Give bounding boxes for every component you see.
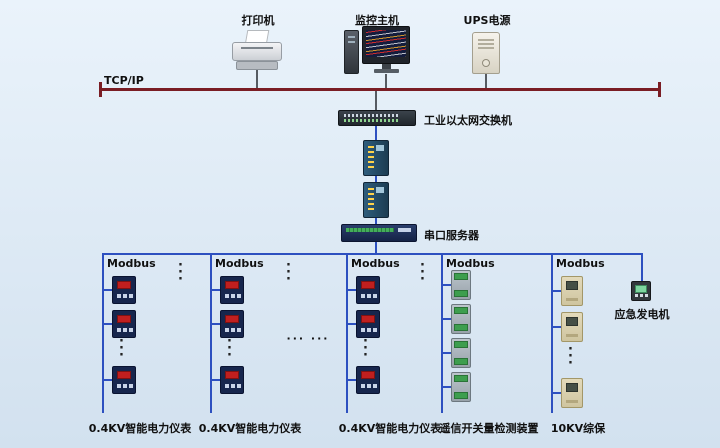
- media-converter-icon: [363, 140, 389, 176]
- meter-stub: [348, 379, 356, 381]
- meter-stub: [104, 323, 112, 325]
- io-stub: [443, 318, 451, 320]
- generator-label: 应急发电机: [614, 308, 670, 321]
- prot-stub: [553, 392, 561, 394]
- power-meter-icon: [220, 310, 244, 338]
- branch-label-1: 0.4KV智能电力仪表: [88, 422, 192, 435]
- monitor-drop-wire: [385, 74, 387, 89]
- modbus-trunk: [102, 253, 643, 255]
- ups-label: UPS电源: [463, 14, 511, 27]
- ellipsis-vertical: · · ·: [363, 334, 368, 363]
- media-converter-icon: [363, 182, 389, 218]
- serial-server-label: 串口服务器: [424, 229, 479, 242]
- ellipsis-vertical: · · ·: [178, 258, 183, 287]
- io-stub: [443, 284, 451, 286]
- monitor-screen-content: [366, 30, 406, 57]
- io-stub: [443, 352, 451, 354]
- monitor-host-label: 监控主机: [355, 14, 399, 27]
- modbus-label-2: Modbus: [215, 257, 264, 270]
- io-module-icon: [451, 270, 471, 300]
- protection-unit-icon: [561, 276, 583, 306]
- meter-stub: [212, 323, 220, 325]
- pc-tower-icon: [344, 30, 359, 74]
- tcpip-label: TCP/IP: [104, 74, 144, 87]
- tcpip-bus: [100, 88, 660, 91]
- branch-label-2: 0.4KV智能电力仪表: [198, 422, 302, 435]
- power-meter-icon: [112, 310, 136, 338]
- bus-to-switch-wire: [375, 91, 377, 110]
- ethernet-switch-label: 工业以太网交换机: [424, 114, 512, 127]
- ellipsis-vertical: · · ·: [286, 258, 291, 287]
- monitor-host-icon: [344, 26, 412, 74]
- power-meter-icon: [220, 366, 244, 394]
- serial-to-bus-wire: [375, 242, 377, 253]
- branch-label-4: 遥信开关量检测装置: [439, 422, 539, 435]
- modbus-label-1: Modbus: [107, 257, 156, 270]
- meter-stub: [348, 323, 356, 325]
- generator-drop-wire: [641, 253, 643, 281]
- printer-label: 打印机: [241, 14, 275, 27]
- monitor-base: [374, 69, 399, 73]
- ellipsis-vertical: · · ·: [227, 334, 232, 363]
- io-stub: [443, 386, 451, 388]
- tcpip-bus-end-right: [658, 82, 661, 97]
- prot-stub: [553, 290, 561, 292]
- generator-controller-icon: [631, 281, 651, 301]
- io-module-icon: [451, 304, 471, 334]
- ups-icon: [472, 32, 500, 74]
- modbus-branch-line-3: [346, 253, 348, 413]
- power-meter-icon: [112, 366, 136, 394]
- branch-label-3: 0.4KV智能电力仪表: [338, 422, 442, 435]
- monitor-screen-icon: [362, 26, 410, 64]
- modbus-label-4: Modbus: [446, 257, 495, 270]
- power-meter-icon: [220, 276, 244, 304]
- power-meter-icon: [356, 366, 380, 394]
- power-meter-icon: [356, 310, 380, 338]
- ellipsis-vertical: · · ·: [568, 342, 573, 371]
- printer-icon: [230, 30, 284, 70]
- serial-server-icon: [341, 224, 417, 242]
- monitor-stand: [382, 64, 391, 69]
- modbus-branch-line-1: [102, 253, 104, 413]
- ups-drop-wire: [485, 74, 487, 89]
- modbus-branch-line-2: [210, 253, 212, 413]
- modbus-label-5: Modbus: [556, 257, 605, 270]
- io-module-icon: [451, 338, 471, 368]
- branch-label-5: 10KV综保: [550, 422, 606, 435]
- tcpip-bus-end-left: [99, 82, 102, 97]
- power-meter-icon: [356, 276, 380, 304]
- ellipsis-vertical: · · ·: [420, 258, 425, 287]
- meter-stub: [212, 289, 220, 291]
- ellipsis-horizontal: ··· ···: [286, 332, 330, 345]
- modbus-branch-line-4: [441, 253, 443, 413]
- power-meter-icon: [112, 276, 136, 304]
- protection-unit-icon: [561, 378, 583, 408]
- meter-stub: [104, 289, 112, 291]
- ellipsis-vertical: · · ·: [119, 334, 124, 363]
- printer-tray: [236, 61, 278, 70]
- modbus-label-3: Modbus: [351, 257, 400, 270]
- meter-stub: [348, 289, 356, 291]
- meter-stub: [104, 379, 112, 381]
- ethernet-switch-icon: [338, 110, 416, 126]
- prot-stub: [553, 326, 561, 328]
- printer-drop-wire: [256, 70, 258, 89]
- protection-unit-icon: [561, 312, 583, 342]
- printer-slot: [241, 47, 273, 49]
- modbus-branch-line-5: [551, 253, 553, 413]
- io-module-icon: [451, 372, 471, 402]
- meter-stub: [212, 379, 220, 381]
- printer-body: [232, 42, 282, 61]
